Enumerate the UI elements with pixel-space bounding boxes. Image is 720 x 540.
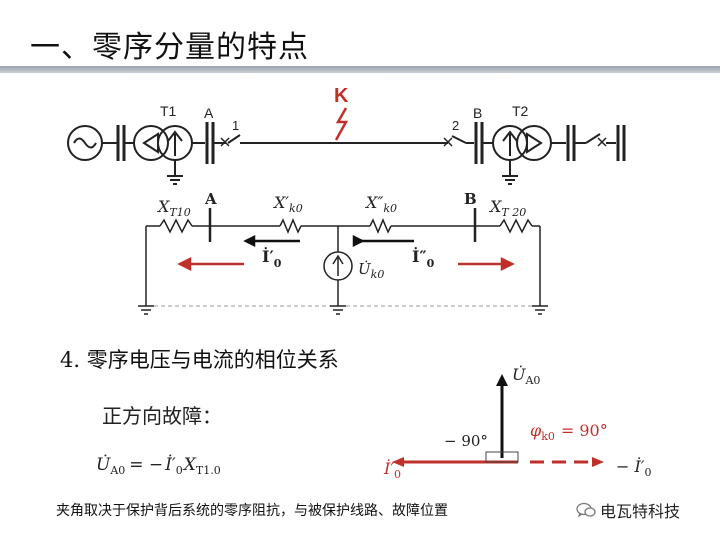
label-angle-left: − 90° [444, 432, 488, 450]
resistor-xt20 [499, 218, 533, 234]
label-xk0-double: X″k0 [364, 193, 397, 215]
title-divider [0, 66, 720, 73]
label-bus-b-eq: B [464, 190, 477, 208]
resistor-xk0-double [369, 218, 392, 234]
label-ua0: U̇A0 [512, 365, 540, 387]
phasor-diagram: U̇A0 − 90° φk0= 90° İ′0 − İ′0 [383, 365, 651, 481]
label-breaker-2: 2 [452, 118, 459, 133]
circuit-diagram: K T1 A 1 2 B T2 [67, 85, 626, 315]
section-heading: 4. 零序电压与电流的相位关系 [60, 348, 339, 372]
transformer-t1-icon [133, 125, 169, 161]
label-xk0-prime: X′k0 [272, 193, 303, 215]
label-neg-i0: − İ′0 [616, 456, 651, 479]
brand-watermark: 电瓦特科技 [576, 498, 680, 522]
ua0-arrow-icon [496, 374, 508, 386]
label-t1: T1 [160, 103, 177, 119]
brand-label: 电瓦特科技 [600, 502, 681, 521]
right-angle-marker [485, 451, 519, 463]
label-i0-double: İ″0 [412, 246, 435, 270]
label-i0-left: İ′0 [383, 458, 401, 481]
page-title: 一、零序分量的特点 [30, 30, 309, 65]
label-bus-a-top: A [204, 105, 214, 121]
label-xt20: XT 20 [488, 197, 526, 219]
fault-label: K [334, 85, 349, 107]
label-bus-b-top: B [473, 105, 482, 121]
zero-sequence-source-icon [323, 251, 353, 281]
positive-direction-label: 正方向故障： [102, 404, 222, 428]
resistor-xt10 [159, 218, 193, 234]
label-uk0: U̇k0 [358, 260, 384, 281]
label-t2: T2 [512, 103, 529, 119]
label-i0-prime: İ′0 [262, 246, 282, 270]
label-bus-a-eq: A [204, 190, 217, 208]
fault-lightning-icon [334, 107, 349, 141]
wechat-icon [576, 502, 596, 518]
resistor-xk0-prime [279, 218, 302, 234]
label-phi: φk0= 90° [530, 421, 608, 443]
caption-text: 夹角取决于保护背后系统的零序阻抗，与被保护线路、故障位置 [56, 503, 448, 519]
formula: U̇A0= −İ′0XT1.0 [96, 454, 221, 477]
label-breaker-1: 1 [232, 118, 239, 133]
label-xt10: XT10 [156, 197, 191, 219]
svg-text:U̇A0= −İ′0XT1.0: U̇A0= −İ′0XT1.0 [96, 454, 221, 477]
